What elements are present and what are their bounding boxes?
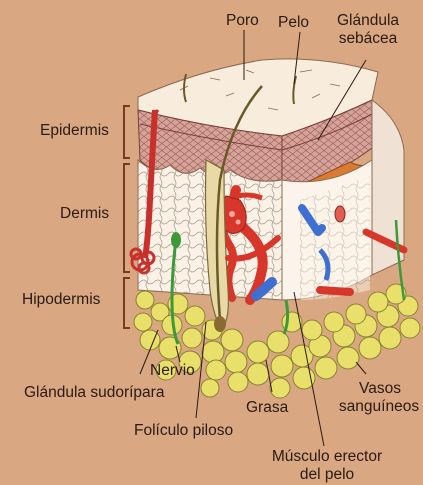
label-vasos-1: Vasos xyxy=(340,380,420,397)
label-musculo-1: Músculo erector xyxy=(262,448,392,465)
label-vasos-2: sanguíneos xyxy=(335,398,423,415)
epidermis-bracket xyxy=(124,106,130,158)
label-glandula-sebacea-1: Glándula xyxy=(328,12,408,29)
label-nervio: Nervio xyxy=(150,362,195,379)
label-epidermis: Epidermis xyxy=(40,122,109,139)
label-glandula-sebacea-2: sebácea xyxy=(328,30,408,47)
label-foliculo-piloso: Folículo piloso xyxy=(134,422,233,439)
label-dermis: Dermis xyxy=(60,205,109,222)
label-pelo: Pelo xyxy=(278,14,309,31)
label-poro: Poro xyxy=(226,12,259,29)
dermis-bracket xyxy=(124,164,130,272)
label-glandula-sudoripara: Glándula sudorípara xyxy=(24,384,164,401)
hypodermis-bracket xyxy=(124,278,130,328)
label-hipodermis: Hipodermis xyxy=(22,291,100,308)
label-grasa: Grasa xyxy=(246,399,288,416)
label-musculo-2: del pelo xyxy=(262,466,392,483)
